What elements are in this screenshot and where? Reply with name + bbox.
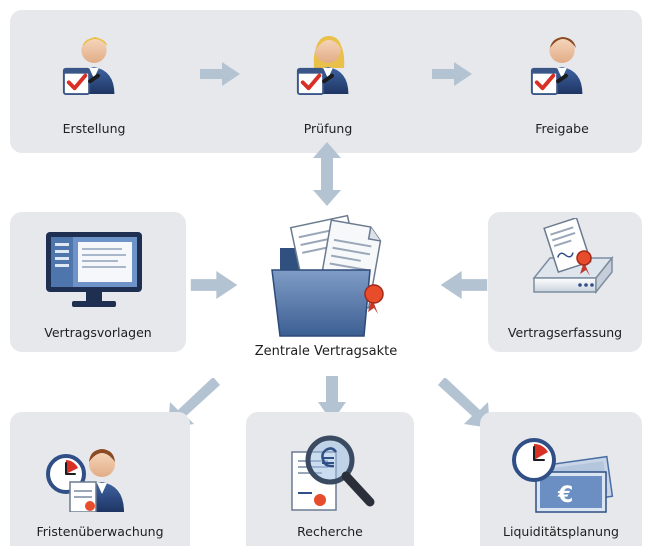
person-clock-icon bbox=[44, 436, 134, 512]
arrow-down-right-icon bbox=[438, 378, 494, 430]
person-checklist-icon bbox=[60, 28, 128, 96]
person-checklist-icon bbox=[294, 28, 362, 96]
recherche-label: Recherche bbox=[297, 524, 363, 539]
monitor-icon bbox=[42, 228, 146, 312]
arrow-right-icon bbox=[200, 62, 240, 86]
arrow-left-icon bbox=[440, 271, 488, 299]
scanner-icon bbox=[520, 218, 616, 308]
svg-text:€: € bbox=[557, 483, 573, 508]
double-arrow-vertical-icon bbox=[313, 142, 341, 206]
arrow-down-icon bbox=[318, 376, 346, 422]
step-label-erstellung: Erstellung bbox=[62, 121, 126, 136]
euro-banknotes-icon: € bbox=[510, 432, 620, 514]
person-checklist-icon bbox=[528, 28, 596, 96]
liquiditaetsplanung-label: Liquiditätsplanung bbox=[503, 524, 619, 539]
magnifier-document-icon bbox=[286, 430, 378, 514]
fristenueberwachung-label: Fristenüberwachung bbox=[36, 524, 164, 539]
fristenueberwachung-panel bbox=[10, 412, 190, 546]
arrow-right-icon bbox=[190, 271, 238, 299]
step-label-freigabe: Freigabe bbox=[535, 121, 589, 136]
zentrale-vertragsakte-label: Zentrale Vertragsakte bbox=[254, 344, 398, 359]
arrow-right-icon bbox=[432, 62, 472, 86]
folder-documents-icon bbox=[260, 208, 394, 342]
vertragserfassung-label: Vertragserfassung bbox=[507, 325, 623, 340]
step-label-pruefung: Prüfung bbox=[303, 121, 353, 136]
vertragsvorlagen-label: Vertragsvorlagen bbox=[44, 325, 152, 340]
